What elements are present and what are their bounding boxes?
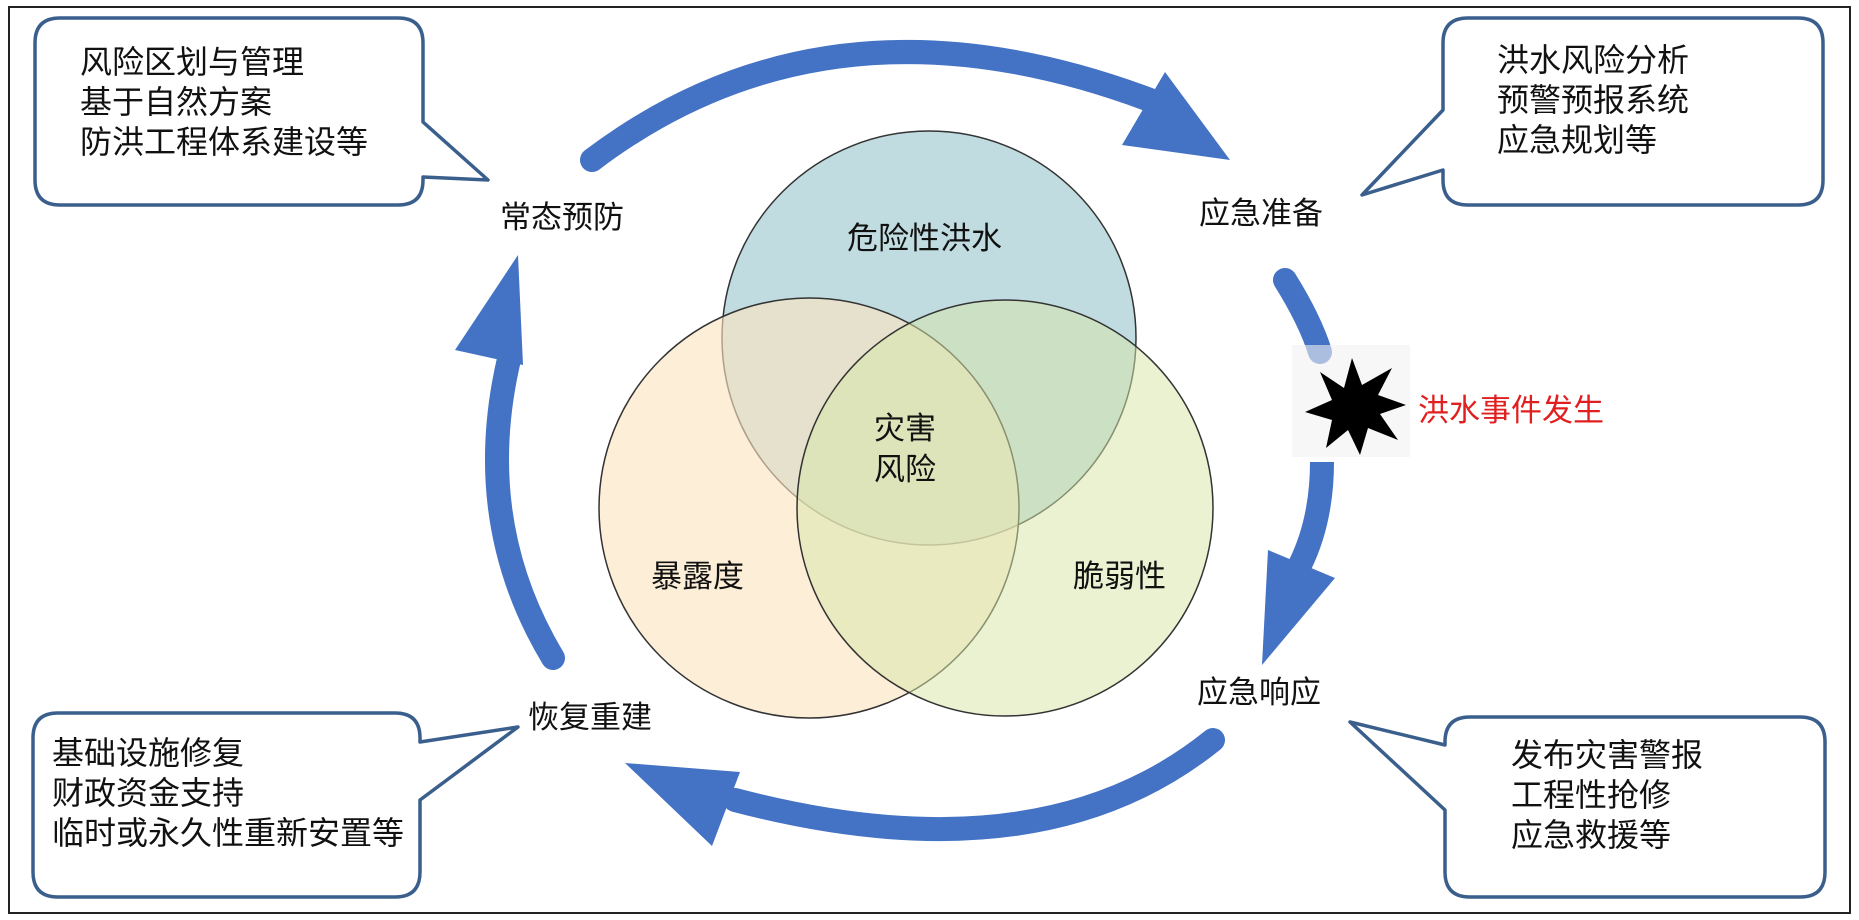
- vulnerability-circle: [796, 299, 1214, 717]
- arrow-recovery-to-prevention: [485, 343, 565, 670]
- arrow-head-right: [1262, 550, 1335, 665]
- callout-preparation-box: [1360, 16, 1825, 207]
- callout-prevention-text: 风险区划与管理 基于自然方案 防洪工程体系建设等: [80, 42, 368, 162]
- venn-diagram: [598, 130, 1214, 719]
- callout-response-line: 应急救援等: [1511, 816, 1672, 854]
- callouts: [31, 16, 1827, 899]
- stage-label-recovery: 恢复重建: [528, 700, 652, 736]
- callout-response-box: [1348, 715, 1827, 899]
- arrow-event-to-response: [1289, 461, 1334, 571]
- callout-prevention-line: 基于自然方案: [80, 83, 273, 121]
- venn-label-hazard: 危险性洪水: [847, 221, 1002, 257]
- event-label: 洪水事件发生: [1418, 393, 1604, 429]
- callout-recovery-line: 临时或永久性重新安置等: [52, 814, 405, 852]
- arrow-prevention-to-preparation: [580, 40, 1162, 172]
- callout-preparation-line: 预警预报系统: [1497, 81, 1690, 119]
- callout-recovery-box: [31, 711, 520, 899]
- callout-preparation-line: 洪水风险分析: [1497, 41, 1690, 79]
- callout-preparation-line: 应急规划等: [1497, 121, 1658, 159]
- callout-response-line: 工程性抢修: [1511, 776, 1672, 814]
- diagram-frame: [8, 6, 1851, 914]
- cycle-arrows: [455, 40, 1335, 846]
- callout-recovery-line: 财政资金支持: [52, 774, 245, 812]
- callout-preparation-text: 洪水风险分析 预警预报系统 应急规划等: [1497, 40, 1689, 160]
- arrow-head-top: [1122, 72, 1230, 160]
- callout-response-text: 发布灾害警报 工程性抢修 应急救援等: [1511, 735, 1703, 855]
- stage-label-response: 应急响应: [1197, 675, 1321, 711]
- arrow-head-bottom: [625, 763, 740, 846]
- callout-prevention-line: 风险区划与管理: [80, 43, 305, 81]
- callout-recovery-text: 基础设施修复 财政资金支持 临时或永久性重新安置等: [52, 733, 404, 853]
- callout-recovery-line: 基础设施修复: [52, 734, 245, 772]
- stage-label-preparation: 应急准备: [1199, 196, 1323, 232]
- arrow-head-left: [455, 255, 523, 365]
- venn-center-label-line2: 风险: [874, 452, 936, 488]
- callout-prevention-box: [33, 16, 490, 207]
- venn-center-label-line1: 灾害: [874, 411, 936, 447]
- venn-label-exposure: 暴露度: [651, 559, 744, 595]
- explosion-icon: [1292, 345, 1410, 457]
- arrow-preparation-to-event: [1273, 268, 1332, 364]
- venn-label-vulnerability: 脆弱性: [1073, 559, 1166, 595]
- callout-response-line: 发布灾害警报: [1511, 736, 1704, 774]
- callout-prevention-line: 防洪工程体系建设等: [80, 123, 369, 161]
- stage-label-prevention: 常态预防: [500, 200, 624, 236]
- arrow-response-to-recovery: [723, 728, 1225, 842]
